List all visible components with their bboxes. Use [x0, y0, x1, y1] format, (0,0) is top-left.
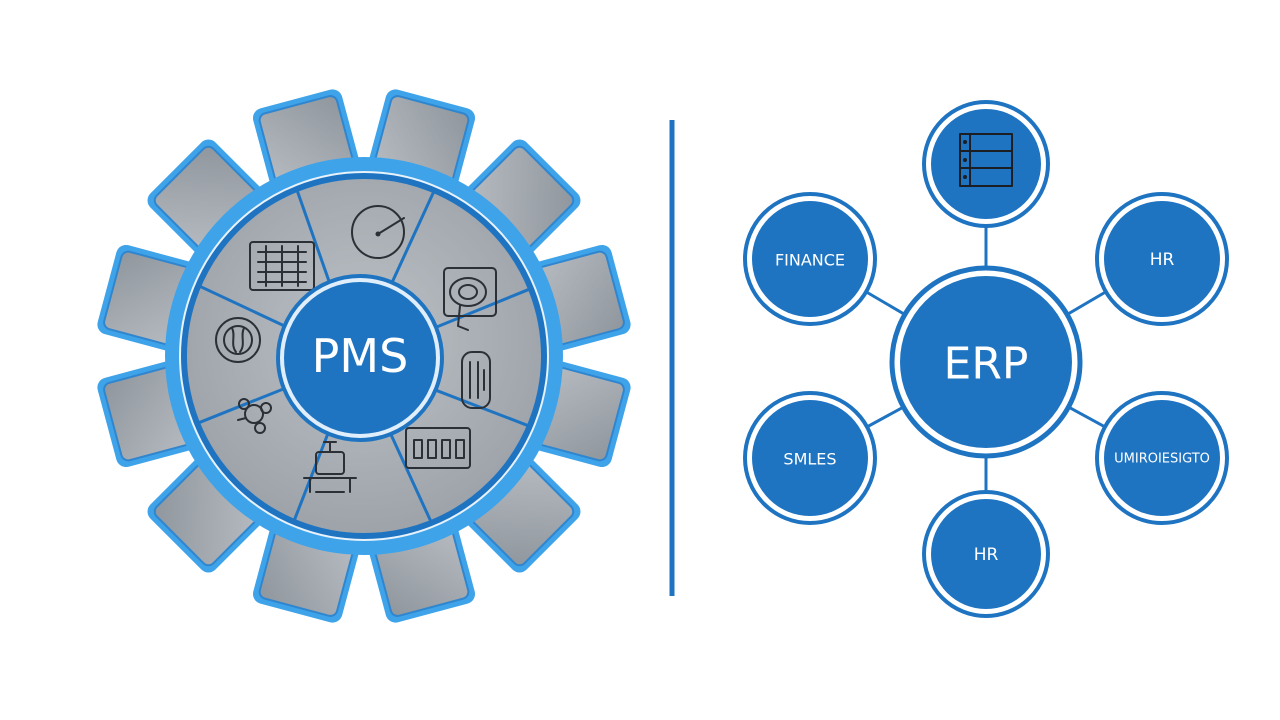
gear-segment-divider	[295, 190, 331, 283]
gear-segment-dividers	[198, 190, 530, 522]
tool-icon	[461, 351, 491, 409]
gear-segment-divider	[293, 432, 330, 521]
machine-icon	[443, 267, 497, 331]
erp-module-umiroiesigto: UMIROIESIGTO	[1095, 391, 1229, 525]
erp-module-hr-top: HR	[1095, 192, 1229, 326]
erp-module-finance: FINANCE	[743, 192, 877, 326]
erp-module-umiroiesigto-label: UMIROIESIGTO	[1114, 452, 1210, 467]
gear-segment-divider	[435, 287, 530, 329]
gear-segment-divider	[389, 433, 433, 522]
pms-gear: PMS	[97, 89, 631, 623]
erp-module-server	[922, 100, 1050, 228]
gear-icon	[215, 317, 261, 363]
erp-module-smles-label: SMLES	[783, 450, 836, 469]
erp-hub: ERP	[889, 265, 1083, 459]
erp-module-hr-top-label: HR	[1150, 250, 1175, 270]
gauge-icon	[351, 205, 405, 259]
keyboard-icon	[405, 427, 471, 469]
gear-segment-divider	[198, 387, 285, 425]
server-icon	[959, 133, 1013, 187]
pms-hub	[284, 282, 436, 434]
erp-module-smles: SMLES	[743, 391, 877, 525]
sensor-icon	[237, 398, 272, 434]
erp-module-hr-bottom: HR	[922, 490, 1050, 618]
gear-tooth	[454, 446, 581, 573]
gear-segment-divider	[199, 285, 286, 328]
erp-network: HR UMIROIESIGTO HR SMLES FINANCE ERP	[743, 100, 1229, 618]
control-panel-icon	[249, 241, 315, 291]
gear-segment-divider	[390, 191, 435, 284]
erp-module-finance-label: FINANCE	[775, 251, 845, 270]
robot-arm-icon	[303, 441, 357, 493]
erp-module-hr-bottom-label: HR	[974, 545, 999, 565]
erp-label: ERP	[944, 339, 1029, 390]
pms-label: PMS	[312, 329, 409, 383]
